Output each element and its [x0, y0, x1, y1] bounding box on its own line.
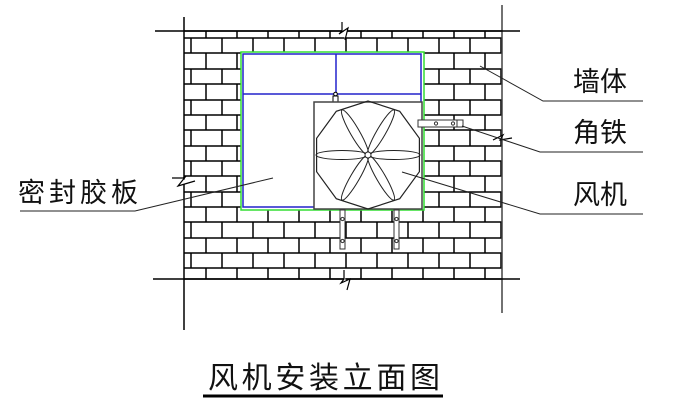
- wall-boundaries: [153, 5, 520, 330]
- sealing-panel: [242, 53, 422, 208]
- label-angle-iron: 角铁: [573, 118, 627, 149]
- fan-unit: [313, 100, 423, 210]
- break-symbol-bottom: [339, 270, 351, 291]
- leader-angle-iron: [461, 125, 643, 153]
- leader-lines: [20, 65, 643, 215]
- leader-wall: [479, 65, 643, 102]
- top-bracket-bolt: [333, 91, 338, 97]
- drawing-title: 风机安装立面图: [208, 361, 440, 396]
- label-sealing-panel: 密封胶板: [18, 178, 138, 209]
- bottom-brackets: [339, 209, 400, 250]
- leader-fan: [401, 171, 643, 215]
- fan-shroud: [316, 100, 420, 210]
- leader-sealing-panel: [20, 177, 274, 212]
- break-symbol-left: [172, 175, 196, 188]
- angle-iron: [417, 119, 464, 128]
- label-fan: 风机: [573, 180, 627, 211]
- fan-hub: [364, 151, 372, 159]
- break-symbol-top: [338, 22, 349, 41]
- label-wall: 墙体: [573, 67, 627, 98]
- fan-blades: [315, 109, 421, 201]
